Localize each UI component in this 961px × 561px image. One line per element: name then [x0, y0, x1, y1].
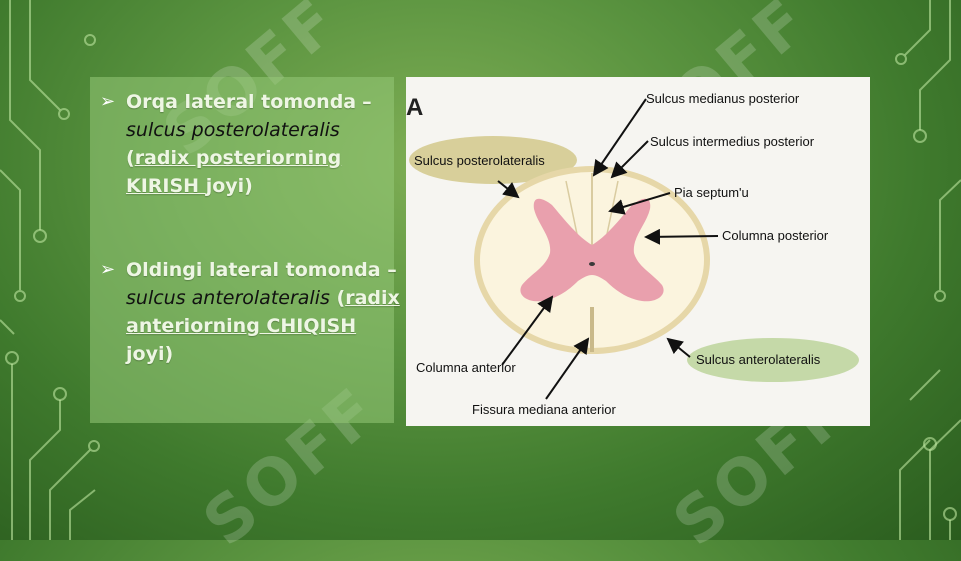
- circuit-decoration: [0, 0, 961, 540]
- bullet-item: ➢ Orqa lateral tomonda – sulcus posterol…: [100, 88, 400, 200]
- pointer-arrow: [497, 180, 520, 199]
- label-columna-anterior: Columna anterior: [416, 360, 516, 375]
- bullet-text: (: [329, 287, 346, 309]
- bullet-text: joyi): [126, 343, 174, 365]
- label-columna-posterior: Columna posterior: [722, 228, 829, 243]
- bullet-item: ➢ Oldingi lateral tomonda – sulcus anter…: [100, 256, 400, 368]
- spinal-cord-diagram: A Sulcus medianus posterior Sulcus inter…: [406, 77, 870, 426]
- pointer-arrow: [608, 192, 671, 215]
- arrow-bullet-icon: ➢: [100, 91, 116, 112]
- diagram-svg: A Sulcus medianus posterior Sulcus inter…: [406, 91, 859, 417]
- pointer-arrow: [501, 295, 554, 366]
- central-canal: [589, 262, 595, 266]
- pointer-arrow: [666, 337, 691, 358]
- gray-matter: [520, 198, 664, 302]
- bullet-text: (: [126, 147, 135, 169]
- label-sulcus-anterolateralis: Sulcus anterolateralis: [696, 352, 821, 367]
- intermedius-line: [565, 180, 579, 240]
- label-pia-septum: Pia septum'u: [674, 185, 749, 200]
- bullet-text: –: [362, 91, 372, 113]
- label-oval: [409, 136, 577, 184]
- bullet-list: ➢ Orqa lateral tomonda – sulcus posterol…: [100, 88, 400, 368]
- pointer-arrow: [592, 98, 647, 177]
- arrow-bullet-icon: ➢: [100, 259, 116, 280]
- bullet-text: joyi): [205, 175, 253, 197]
- pointer-arrow: [610, 140, 649, 179]
- text-panel: [90, 77, 394, 423]
- label-oval: [687, 338, 859, 382]
- latin-term: sulcus posterolateralis: [126, 119, 340, 141]
- diagram-letter: A: [406, 94, 423, 121]
- latin-term: sulcus anterolateralis: [126, 287, 330, 309]
- pointer-arrow: [545, 337, 590, 400]
- pointer-arrow: [644, 228, 719, 245]
- label-sulcus-posterolateralis: Sulcus posterolateralis: [414, 153, 545, 168]
- bullet-text: radix posteriorning KIRISH: [126, 147, 342, 197]
- label-fissura-mediana-anterior: Fissura mediana anterior: [472, 402, 616, 417]
- bullet-text: radix anteriorning CHIQISH: [126, 287, 400, 337]
- bullet-text: Orqa lateral tomonda: [126, 91, 357, 113]
- label-sulcus-medianus-posterior: Sulcus medianus posterior: [646, 91, 800, 106]
- bullet-text: Oldingi lateral tomonda –: [126, 259, 397, 281]
- label-sulcus-intermedius-posterior: Sulcus intermedius posterior: [650, 134, 815, 149]
